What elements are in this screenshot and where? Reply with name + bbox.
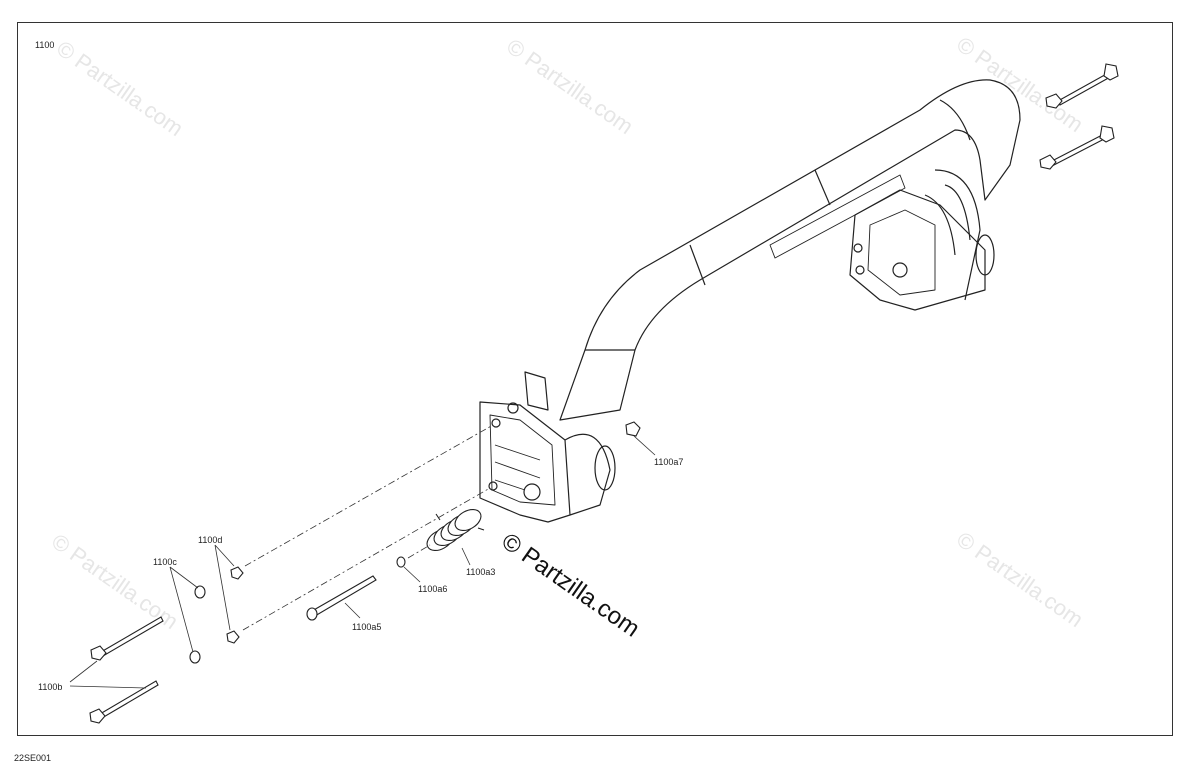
leader-1100a7 — [633, 435, 656, 456]
left-hinge — [594, 445, 616, 491]
right-mount-hole-2 — [855, 265, 865, 275]
centerline-lower — [242, 487, 491, 631]
diagram-frame — [17, 22, 1173, 736]
assembly-centerlines — [242, 424, 494, 631]
left-stop-tab — [524, 371, 549, 411]
callout-1100a5: 1100a5 — [352, 622, 381, 632]
callout-1100b: 1100b — [38, 682, 62, 692]
grab-handle-assembly — [479, 79, 1021, 523]
watermark-center: © Partzilla.com — [497, 528, 645, 643]
watermark-top-left: © Partzilla.com — [52, 36, 188, 142]
bolt-1100b-lower-shank — [99, 680, 159, 719]
leader-1100a3 — [461, 547, 471, 566]
upper-bolt-2-head — [1099, 125, 1115, 143]
callout-1100a3: 1100a3 — [466, 567, 495, 577]
pin-1100a5-head — [306, 607, 318, 621]
left-mount-hole-2 — [488, 481, 498, 491]
right-bracket-inner — [867, 209, 936, 296]
upper-bolt-1-nut — [1045, 93, 1063, 109]
washer-1100a6 — [396, 556, 406, 568]
left-pivot-arm — [564, 433, 611, 516]
diagram-ref-number: 1100 — [35, 40, 54, 50]
callout-labels: 1100 1100a7 1100a3 1100a6 1100a5 1100d 1… — [35, 40, 683, 692]
right-mount-hole-1 — [853, 243, 863, 253]
leader-lines — [69, 435, 656, 689]
callout-1100a7: 1100a7 — [654, 457, 683, 467]
left-bracket — [479, 401, 571, 523]
upper-bolts — [1039, 63, 1119, 170]
upper-bolt-2-nut — [1039, 154, 1057, 170]
tube-seam-2 — [689, 244, 706, 286]
right-pivot-arm — [934, 169, 981, 301]
upper-bolt-1-head — [1103, 63, 1119, 81]
upper-bolt-2-shank — [1049, 132, 1109, 167]
right-rib-1 — [944, 184, 971, 241]
nut-1100d-upper — [230, 566, 244, 580]
exploded-hardware — [89, 421, 641, 724]
handle-tube — [559, 79, 1021, 421]
upper-bolt-1-shank — [1057, 71, 1113, 106]
leader-1100c — [169, 566, 199, 653]
right-pivot-bolt — [892, 262, 908, 278]
leader-1100b — [69, 660, 147, 689]
pin-1100a5 — [311, 575, 377, 617]
washer-1100c-upper — [194, 585, 206, 599]
watermark-top-center: © Partzilla.com — [502, 34, 638, 140]
centerline-upper — [244, 424, 494, 567]
right-rib-2 — [924, 194, 956, 256]
bolt-1100b-upper-head — [90, 645, 107, 661]
right-hinge — [975, 234, 995, 276]
tube-seam-3 — [814, 169, 831, 206]
callout-1100c: 1100c — [153, 557, 177, 567]
nut-1100d-lower — [226, 630, 240, 644]
bolt-1100b-upper-shank — [100, 616, 164, 657]
bolt-1100b-lower-head — [89, 708, 106, 724]
left-bracket-inner — [489, 414, 556, 506]
leader-1100d — [214, 544, 235, 631]
left-mount-hole-1 — [491, 418, 501, 428]
leader-1100a5 — [344, 602, 361, 619]
left-mount-boss — [507, 402, 519, 414]
tube-seam-4 — [939, 99, 971, 141]
leader-1100a6 — [403, 566, 421, 583]
left-pivot-bolt — [523, 483, 541, 501]
brand-logo-strip — [769, 174, 906, 259]
callout-1100d: 1100d — [198, 535, 222, 545]
centerline-spring — [407, 544, 431, 559]
watermark-bottom-right: © Partzilla.com — [952, 527, 1088, 633]
nut-1100a7 — [625, 421, 641, 437]
watermark-bottom-left: © Partzilla.com — [47, 529, 183, 635]
right-bracket — [849, 189, 986, 311]
diagram-footer-code: 22SE001 — [14, 753, 52, 763]
washer-1100c-lower — [189, 650, 201, 664]
callout-1100a6: 1100a6 — [418, 584, 447, 594]
spring-1100a3 — [426, 508, 485, 552]
left-bracket-slots — [494, 444, 541, 491]
